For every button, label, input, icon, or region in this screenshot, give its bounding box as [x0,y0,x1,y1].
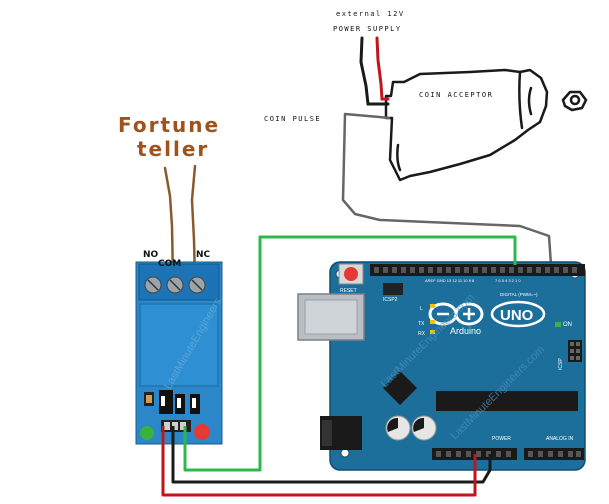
tx-label: TX [418,321,425,327]
on-label: ON [563,322,572,328]
coin-acceptor [384,68,549,182]
ground-wire-black [171,426,492,484]
icsp2-label: ICSP2 [383,297,398,303]
analog-in-label: ANALOG IN [546,436,574,442]
uno-model-label: UNO [500,307,534,324]
power-supply-wires [359,36,390,106]
coin-pulse-label: COIN PULSE [264,115,322,123]
rx-label: RX [418,331,426,337]
reset-label: RESET [340,288,357,294]
svg-text:AREF GND 13 12 11 10 9 8: AREF GND 13 12 11 10 9 8 [425,278,475,283]
arduino-uno-board: AREF GND 13 12 11 10 9 8 7 6 5 4 3 2 1 0 [297,261,586,471]
arduino-logo-text: Arduino [450,326,481,336]
power-supply-label-line1: external 12V [336,10,405,18]
coin-acceptor-label: COIN ACCEPTOR [419,91,494,99]
coin-pulse-wire [341,112,553,266]
relay-nc-label: NC [196,250,211,260]
digital-pwm-label: DIGITAL (PWM=~) [500,292,538,297]
relay-module: LastMinuteEngineers [135,261,225,445]
power-header-label: POWER [492,436,511,442]
coin-icon [561,90,588,112]
fortune-teller-title-line2: teller [137,137,210,161]
relay-com-label: COM [158,259,182,269]
icsp-label: ICSP [558,358,564,370]
l-led-label: L [420,306,423,312]
arduino-logo [428,302,484,326]
fortune-teller-title-line1: Fortune [118,113,221,137]
signal-wire-green [183,235,517,472]
power-wire-red [161,426,477,497]
svg-text:7 6 5 4 3 2 1 0: 7 6 5 4 3 2 1 0 [495,278,521,283]
relay-no-label: NO [143,250,159,260]
power-supply-label-line2: POWER SUPPLY [333,25,402,33]
fortune-teller-wires [163,164,197,282]
